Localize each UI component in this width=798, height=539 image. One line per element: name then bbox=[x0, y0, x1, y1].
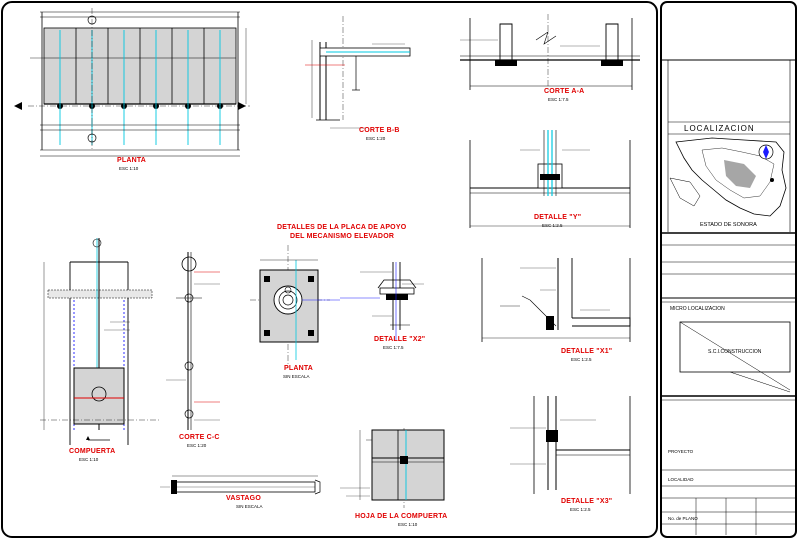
compuerta-scale: ESC 1:10 bbox=[79, 457, 99, 462]
corte-cc-scale: ESC 1:20 bbox=[187, 443, 207, 448]
detalle-x2-title: DETALLE "X2" bbox=[374, 336, 426, 343]
compuerta-title: COMPUERTA bbox=[69, 448, 116, 455]
sonora-map bbox=[669, 137, 787, 217]
detalle-x3-title: DETALLE "X3" bbox=[561, 498, 613, 505]
hoja-view bbox=[340, 428, 445, 508]
placa-title-2: DEL MECANISMO ELEVADOR bbox=[290, 233, 395, 240]
planta-view bbox=[14, 8, 250, 157]
compuerta-view bbox=[40, 238, 160, 445]
planta-title: PLANTA bbox=[117, 157, 147, 164]
detalle-x1-title: DETALLE "X1" bbox=[561, 348, 613, 355]
corte-cc-view bbox=[166, 252, 220, 430]
vastago-scale: SIN ESCALA bbox=[236, 504, 263, 509]
vastago-title: VASTAGO bbox=[226, 495, 261, 502]
placa-title-1: DETALLES DE LA PLACA DE APOYO bbox=[277, 224, 407, 231]
detalle-x2-scale: ESC 1:7.5 bbox=[383, 345, 404, 350]
detalle-y-view bbox=[469, 130, 631, 228]
corte-cc-title: CORTE C-C bbox=[179, 434, 220, 441]
detalle-x3-scale: ESC 1:2.5 bbox=[570, 507, 591, 512]
micro-box-label: S.C.I.CONSTRUCCION bbox=[708, 349, 762, 355]
corte-aa-title: CORTE A-A bbox=[544, 88, 585, 95]
micro-localizacion-label: MICRO LOCALIZACION bbox=[670, 306, 725, 312]
detalle-x1-scale: ESC 1:2.5 bbox=[571, 357, 592, 362]
corte-aa-scale: ESC 1:7.5 bbox=[548, 97, 569, 102]
localizacion-title: LOCALIZACION bbox=[684, 124, 755, 133]
placa-planta-view bbox=[250, 245, 340, 368]
corte-bb-scale: ESC 1:20 bbox=[366, 136, 386, 141]
vastago-view bbox=[160, 475, 321, 495]
detalle-y-title: DETALLE "Y" bbox=[534, 214, 582, 221]
planta-scale: ESC 1:10 bbox=[119, 166, 139, 171]
title-block-border bbox=[660, 1, 797, 538]
placa-planta-scale: SIN ESCALA bbox=[283, 374, 310, 379]
detalle-y-scale: ESC 1:2.5 bbox=[542, 223, 563, 228]
corte-bb-title: CORTE B-B bbox=[359, 127, 400, 134]
proyecto-label: PROYECTO bbox=[668, 449, 694, 454]
corte-aa-view bbox=[460, 14, 640, 92]
localidad-label: LOCALIDAD bbox=[668, 477, 694, 482]
detalle-x3-view bbox=[510, 396, 631, 494]
detalle-x2-view bbox=[340, 262, 424, 340]
title-block bbox=[661, 59, 796, 535]
hoja-title: HOJA DE LA COMPUERTA bbox=[355, 513, 448, 520]
detalle-x1-view bbox=[481, 258, 631, 342]
corte-bb-view bbox=[305, 16, 411, 129]
hoja-scale: ESC 1:10 bbox=[398, 522, 418, 527]
drawing-border bbox=[1, 1, 658, 538]
placa-planta-title: PLANTA bbox=[284, 365, 314, 372]
plano-number-label: No. de PLANO bbox=[668, 516, 698, 521]
estado-label: ESTADO DE SONORA bbox=[700, 222, 757, 228]
